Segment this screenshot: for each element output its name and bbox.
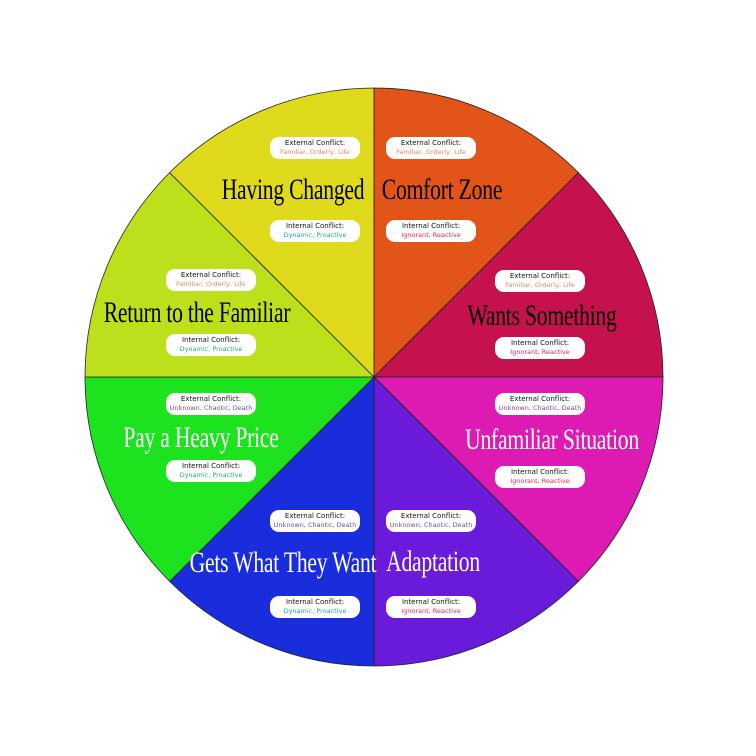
internal-conflict-label: Internal Conflict: bbox=[401, 598, 461, 606]
external-conflict-label: External Conflict: bbox=[180, 271, 242, 279]
internal-conflict-value: Ignorant, Reactive bbox=[401, 231, 461, 239]
internal-conflict-badge: Internal Conflict:Dynamic, Proactive bbox=[166, 334, 256, 356]
internal-conflict-value: Dynamic, Proactive bbox=[179, 471, 243, 479]
internal-conflict-label: Internal Conflict: bbox=[285, 222, 345, 230]
external-conflict-label: External Conflict: bbox=[400, 139, 462, 147]
external-conflict-badge: External Conflict:Familiar, Orderly, Lif… bbox=[166, 269, 256, 291]
external-conflict-value: Familiar, Orderly, Life bbox=[280, 148, 350, 156]
internal-conflict-label: Internal Conflict: bbox=[181, 336, 241, 344]
internal-conflict-value: Ignorant, Reactive bbox=[510, 348, 570, 356]
external-conflict-label: External Conflict: bbox=[180, 395, 242, 403]
external-conflict-value: Familiar, Orderly, Life bbox=[396, 148, 466, 156]
external-conflict-value: Unknown, Chaotic, Death bbox=[389, 521, 473, 529]
external-conflict-badge: External Conflict:Unknown, Chaotic, Deat… bbox=[495, 393, 585, 415]
internal-conflict-value: Dynamic, Proactive bbox=[283, 607, 347, 615]
external-conflict-label: External Conflict: bbox=[284, 139, 346, 147]
external-conflict-badge: External Conflict:Unknown, Chaotic, Deat… bbox=[270, 510, 360, 532]
internal-conflict-label: Internal Conflict: bbox=[510, 339, 570, 347]
segment-comfort-zone bbox=[373, 87, 579, 378]
external-conflict-value: Unknown, Chaotic, Death bbox=[498, 404, 582, 412]
external-conflict-label: External Conflict: bbox=[509, 395, 571, 403]
internal-conflict-value: Dynamic, Proactive bbox=[283, 231, 347, 239]
external-conflict-badge: External Conflict:Unknown, Chaotic, Deat… bbox=[166, 393, 256, 415]
internal-conflict-badge: Internal Conflict:Dynamic, Proactive bbox=[166, 460, 256, 482]
segment-title: Return to the Familiar bbox=[103, 296, 291, 329]
internal-conflict-label: Internal Conflict: bbox=[181, 462, 241, 470]
segment-title: Having Changed bbox=[221, 173, 365, 206]
external-conflict-label: External Conflict: bbox=[400, 512, 462, 520]
external-conflict-value: Familiar, Orderly, Life bbox=[505, 281, 575, 289]
external-conflict-badge: External Conflict:Familiar, Orderly, Lif… bbox=[270, 137, 360, 159]
external-conflict-badge: External Conflict:Familiar, Orderly, Lif… bbox=[495, 270, 585, 292]
internal-conflict-badge: Internal Conflict:Ignorant, Reactive bbox=[495, 337, 585, 359]
external-conflict-label: External Conflict: bbox=[509, 272, 571, 280]
external-conflict-badge: External Conflict:Unknown, Chaotic, Deat… bbox=[386, 510, 476, 532]
internal-conflict-badge: Internal Conflict:Ignorant, Reactive bbox=[386, 220, 476, 242]
internal-conflict-label: Internal Conflict: bbox=[401, 222, 461, 230]
segment-title: Unfamiliar Situation bbox=[465, 423, 639, 456]
internal-conflict-value: Ignorant, Reactive bbox=[401, 607, 461, 615]
segment-title: Adaptation bbox=[386, 545, 480, 578]
internal-conflict-badge: Internal Conflict:Ignorant, Reactive bbox=[386, 596, 476, 618]
segment-title: Wants Something bbox=[467, 299, 617, 332]
internal-conflict-badge: Internal Conflict:Dynamic, Proactive bbox=[270, 596, 360, 618]
external-conflict-label: External Conflict: bbox=[284, 512, 346, 520]
external-conflict-value: Unknown, Chaotic, Death bbox=[273, 521, 357, 529]
internal-conflict-badge: Internal Conflict:Dynamic, Proactive bbox=[270, 220, 360, 242]
internal-conflict-value: Ignorant, Reactive bbox=[510, 477, 570, 485]
external-conflict-badge: External Conflict:Familiar, Orderly, Lif… bbox=[386, 137, 476, 159]
internal-conflict-badge: Internal Conflict:Ignorant, Reactive bbox=[495, 466, 585, 488]
segment-adaptation bbox=[373, 376, 579, 667]
segment-title: Gets What They Want bbox=[189, 546, 377, 579]
segment-title: Comfort Zone bbox=[381, 173, 503, 206]
external-conflict-value: Unknown, Chaotic, Death bbox=[169, 404, 253, 412]
external-conflict-value: Familiar, Orderly, Life bbox=[176, 280, 246, 288]
internal-conflict-value: Dynamic, Proactive bbox=[179, 345, 243, 353]
segment-title: Pay a Heavy Price bbox=[123, 421, 279, 454]
internal-conflict-label: Internal Conflict: bbox=[285, 598, 345, 606]
internal-conflict-label: Internal Conflict: bbox=[510, 468, 570, 476]
